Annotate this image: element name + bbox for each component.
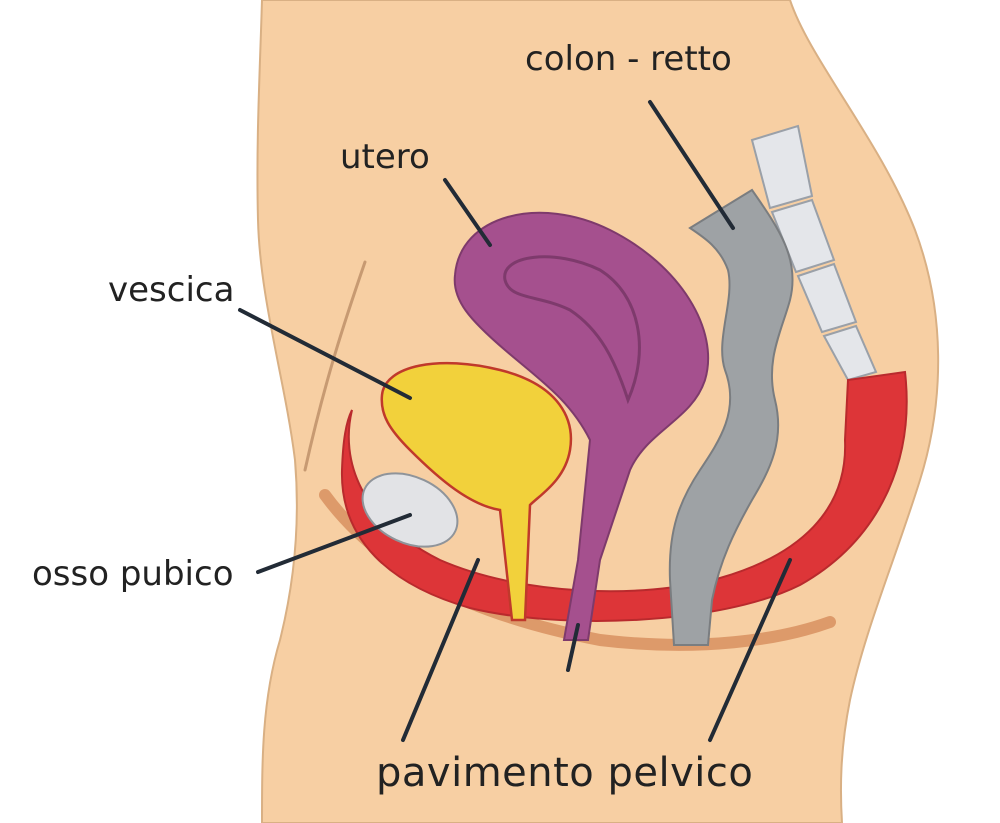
pelvic-floor-muscle bbox=[340, 370, 908, 622]
pubic-bone bbox=[361, 472, 459, 548]
abdominal-line bbox=[303, 260, 367, 472]
leader-osso-pubico bbox=[256, 513, 412, 574]
leader-pavimento-left bbox=[401, 558, 480, 742]
colon-rectum bbox=[668, 188, 794, 646]
leader-pavimento-right bbox=[708, 558, 792, 742]
label-utero: utero bbox=[340, 137, 430, 177]
vertebra-3 bbox=[796, 262, 858, 334]
sacrum-spine bbox=[750, 124, 878, 382]
vertebra-1 bbox=[750, 124, 814, 210]
uterus-cavity bbox=[503, 255, 641, 405]
leader-utero bbox=[443, 178, 492, 247]
label-colon-retto: colon - retto bbox=[525, 39, 732, 79]
vertebra-4 bbox=[822, 324, 878, 382]
leader-pavimento-mid bbox=[566, 623, 580, 672]
label-vescica: vescica bbox=[108, 270, 234, 310]
label-osso-pubico: osso pubico bbox=[32, 554, 234, 594]
uterus bbox=[453, 211, 710, 641]
leader-colon-retto bbox=[648, 100, 735, 230]
bladder bbox=[380, 361, 573, 622]
leader-vescica bbox=[238, 308, 412, 400]
label-pavimento-pelvico: pavimento pelvico bbox=[376, 750, 753, 796]
